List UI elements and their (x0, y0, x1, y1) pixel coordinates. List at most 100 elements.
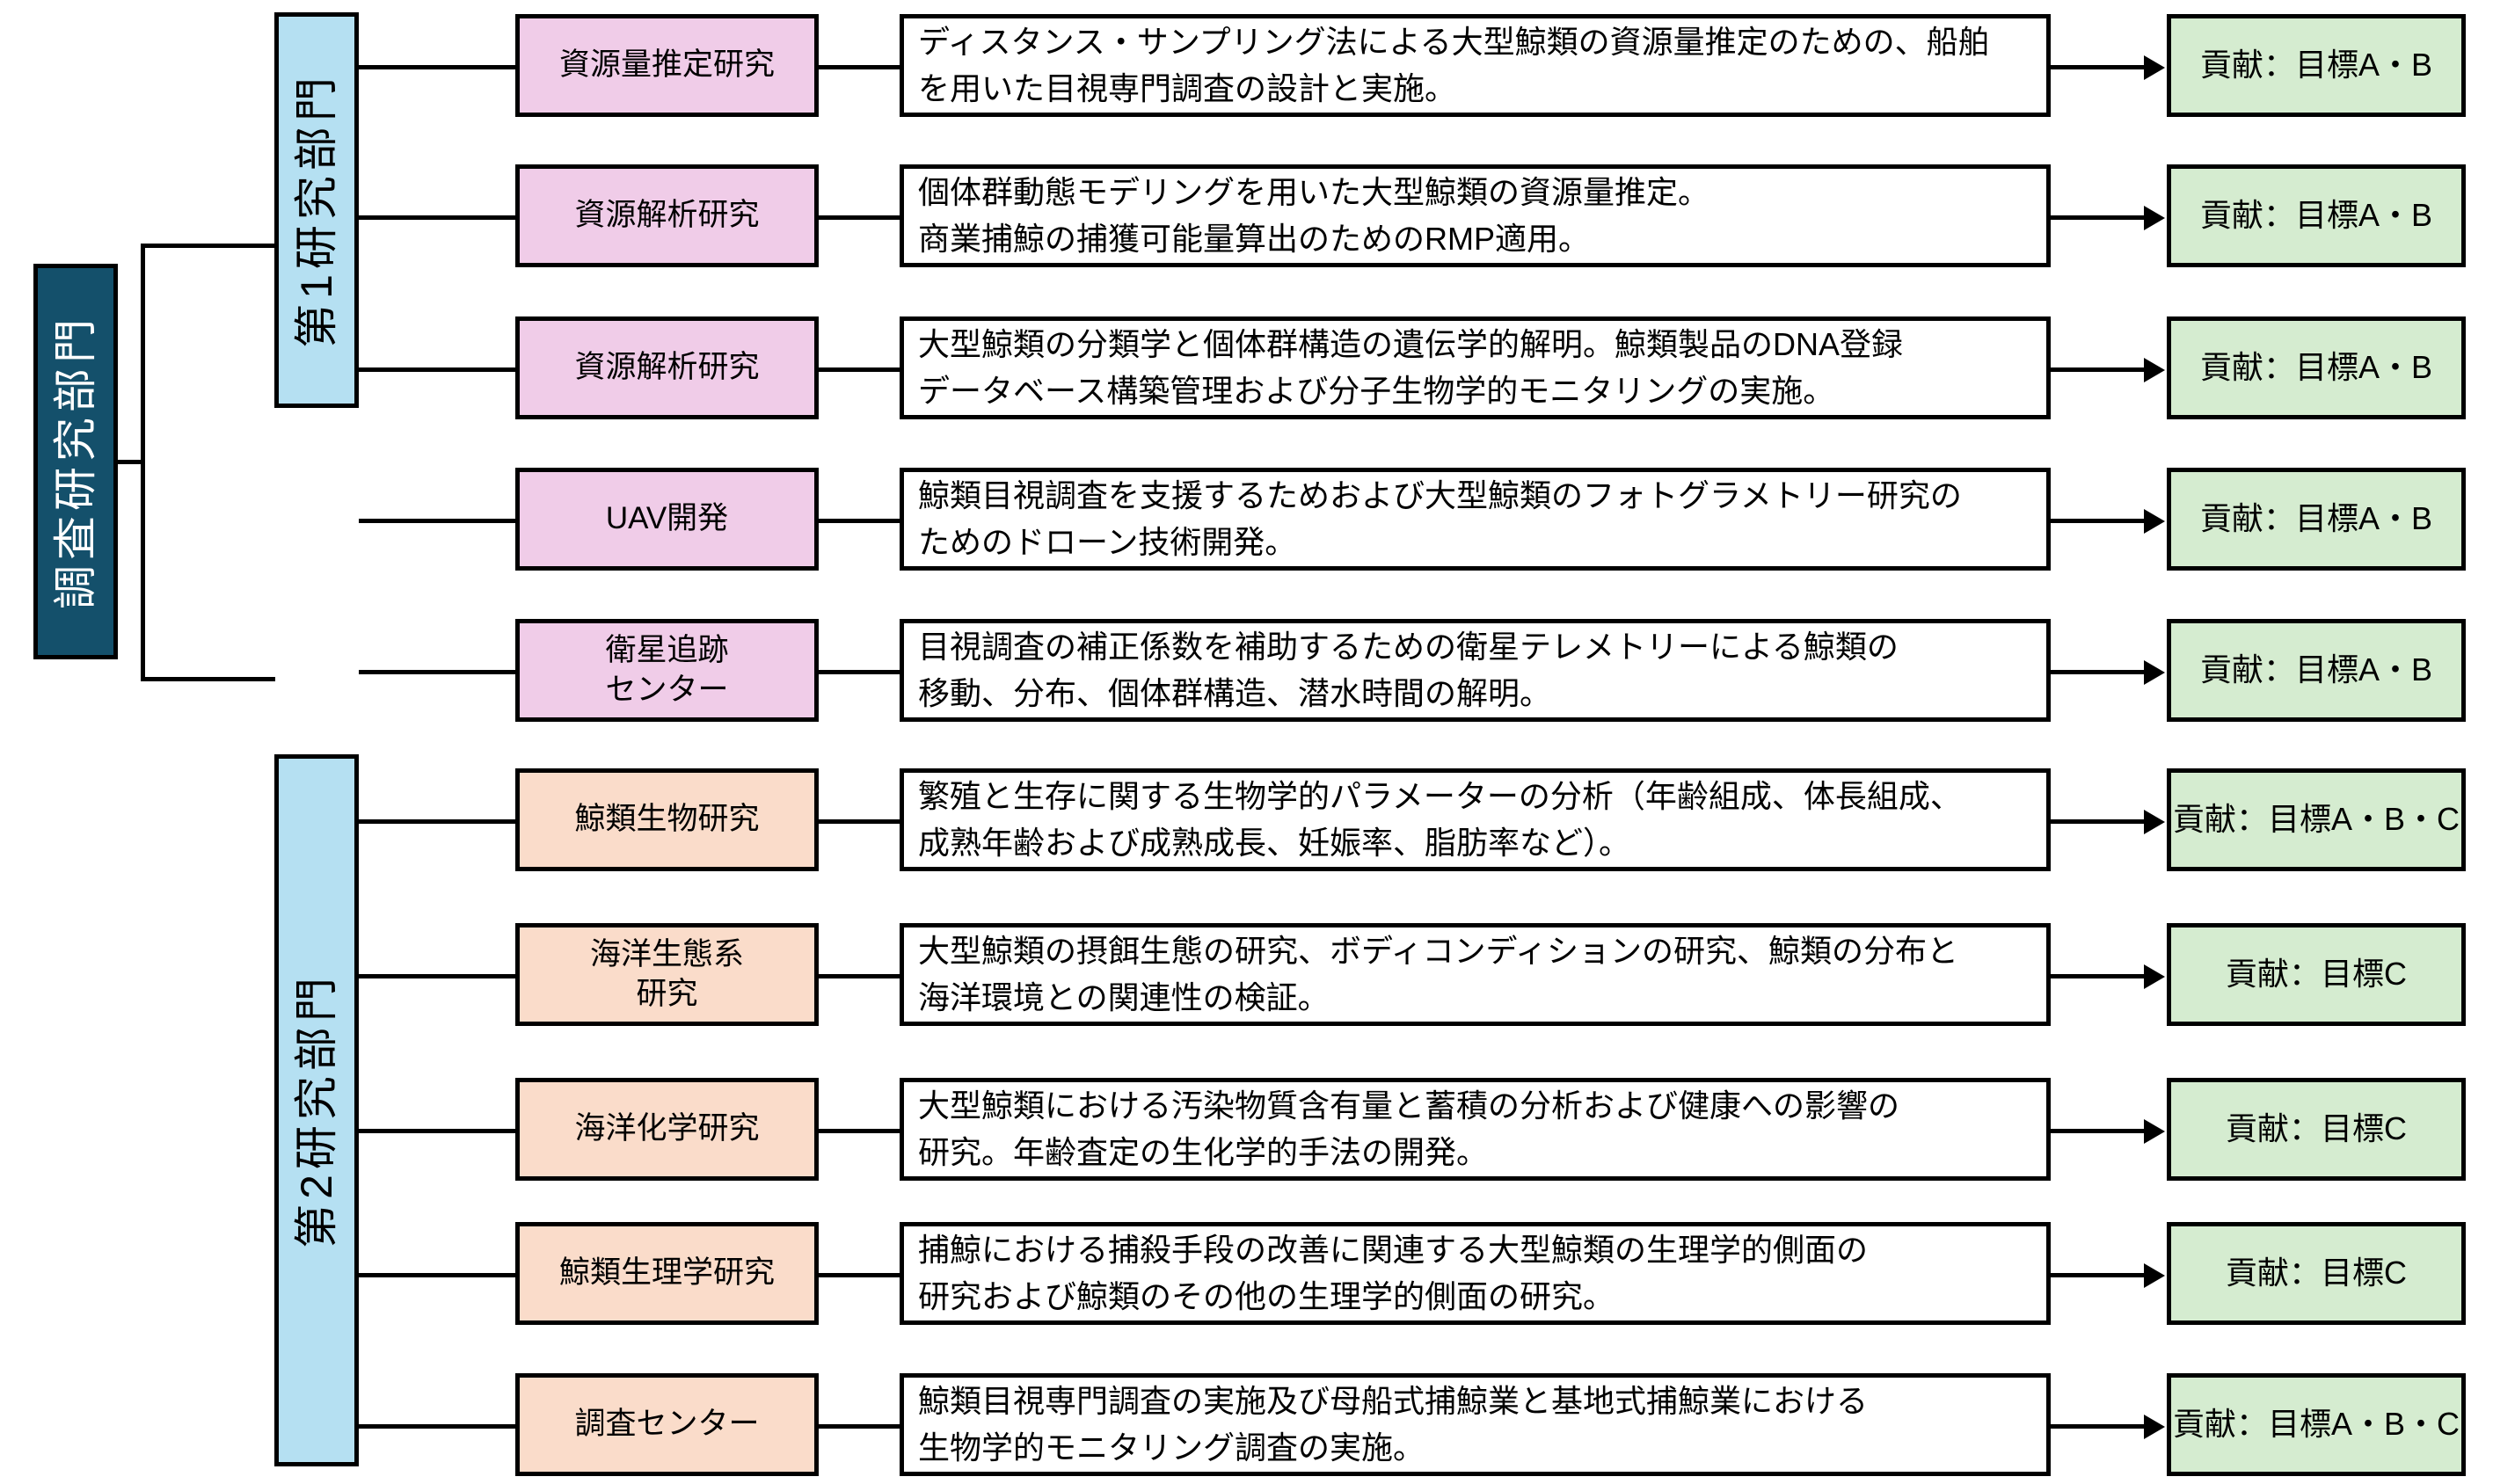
goal-label-2: 貢献：目標A・B (2199, 197, 2433, 234)
description-line: 捕鯨における捕殺手段の改善に関連する大型鯨類の生理学的側面の (918, 1232, 1869, 1269)
unit-label-10: 調査センター (574, 1407, 760, 1442)
division-2-to-unit-9-line (359, 1273, 515, 1277)
arrow-head-icon-9 (2144, 1263, 2165, 1288)
description-line: 研究および鯨類のその他の生理学的側面の研究。 (918, 1277, 1615, 1314)
unit-10-to-desc-10-line (819, 1424, 900, 1429)
unit-5-to-desc-5-line (819, 670, 900, 674)
description-line: 海洋環境との関連性の検証。 (918, 978, 1330, 1015)
unit-label-1: 資源量推定研究 (558, 47, 775, 83)
unit-label-7: 海洋生態系 研究 (589, 936, 744, 1011)
description-line: 成熟年齢および成熟成長、妊娠率、脂肪率など）。 (918, 824, 1631, 861)
description-line: 大型鯨類の摂餌生態の研究、ボディコンディションの研究、鯨類の分布と (918, 933, 1958, 970)
description-text-8: 大型鯨類における汚染物質含有量と蓄積の分析および健康への影響の 研究。年齢査定の… (918, 1083, 2032, 1175)
root-to-division-2-line (141, 677, 189, 681)
description-text-1: ディスタンス・サンプリング法による大型鯨類の資源量推定のための、船舶 を用いた目… (918, 19, 2032, 111)
arrow-head-icon-2 (2144, 206, 2165, 230)
description-box-5: 目視調査の補正係数を補助するための衛星テレメトリーによる鯨類の 移動、分布、個体… (900, 619, 2051, 722)
description-box-8: 大型鯨類における汚染物質含有量と蓄積の分析および健康への影響の 研究。年齢査定の… (900, 1078, 2051, 1181)
arrow-head-icon-8 (2144, 1119, 2165, 1144)
desc-8-to-goal-8-line (2051, 1129, 2151, 1133)
arrow-head-icon-6 (2144, 810, 2165, 834)
division-label-1: 第1研究部門 (292, 72, 341, 348)
description-line: 繁殖と生存に関する生物学的パラメーターの分析（年齢組成、体長組成、 (918, 778, 1962, 815)
unit-label-6: 鯨類生物研究 (574, 802, 760, 837)
goal-label-10: 貢献：目標A・B・C (2172, 1406, 2460, 1443)
description-text-3: 大型鯨類の分類学と個体群構造の遺伝学的解明。鯨類製品のDNA登録 データベース構… (918, 322, 2032, 413)
unit-6-to-desc-6-line (819, 819, 900, 824)
unit-box-4: UAV開発 (515, 468, 819, 571)
unit-box-6: 鯨類生物研究 (515, 768, 819, 871)
description-text-2: 個体群動態モデリングを用いた大型鯨類の資源量推定。 商業捕鯨の捕獲可能量算出のた… (918, 170, 2032, 261)
division-2-to-unit-8-line (359, 1129, 515, 1133)
description-line: ためのドローン技術開発。 (918, 523, 1297, 560)
unit-label-8: 海洋化学研究 (574, 1111, 760, 1146)
desc-10-to-goal-10-line (2051, 1424, 2151, 1429)
unit-1-to-desc-1-line (819, 65, 900, 69)
goal-label-9: 貢献：目標C (2226, 1255, 2407, 1291)
desc-1-to-goal-1-line (2051, 65, 2151, 69)
goal-label-3: 貢献：目標A・B (2199, 349, 2433, 386)
root-department-box: 調査研究部門 (33, 264, 118, 659)
division-2-stub (187, 677, 275, 681)
description-line: 大型鯨類の分類学と個体群構造の遺伝学的解明。鯨類製品のDNA登録 (918, 326, 1904, 363)
root-trunk-stub (118, 460, 144, 464)
unit-7-to-desc-7-line (819, 974, 900, 978)
arrow-head-icon-3 (2144, 358, 2165, 382)
goal-box-1: 貢献：目標A・B (2167, 14, 2466, 117)
division-1-to-unit-3-line (359, 367, 515, 372)
description-line: データベース構築管理および分子生物学的モニタリングの実施。 (918, 372, 1835, 409)
description-text-6: 繁殖と生存に関する生物学的パラメーターの分析（年齢組成、体長組成、 成熟年齢およ… (918, 774, 2032, 865)
desc-3-to-goal-3-line (2051, 367, 2151, 372)
goal-box-2: 貢献：目標A・B (2167, 164, 2466, 267)
description-box-9: 捕鯨における捕殺手段の改善に関連する大型鯨類の生理学的側面の 研究および鯨類のそ… (900, 1222, 2051, 1325)
arrow-head-icon-7 (2144, 964, 2165, 989)
description-line: 商業捕鯨の捕獲可能量算出のためのRMP適用。 (918, 220, 1590, 257)
division-label-2: 第2研究部門 (292, 972, 341, 1248)
description-line: 生物学的モニタリング調査の実施。 (918, 1429, 1425, 1466)
unit-label-9: 鯨類生理学研究 (558, 1255, 775, 1291)
unit-box-10: 調査センター (515, 1373, 819, 1476)
unit-label-5: 衛星追跡 センター (605, 632, 729, 707)
desc-4-to-goal-4-line (2051, 519, 2151, 523)
unit-box-7: 海洋生態系 研究 (515, 923, 819, 1026)
goal-box-5: 貢献：目標A・B (2167, 619, 2466, 722)
unit-4-to-desc-4-line (819, 519, 900, 523)
unit-box-5: 衛星追跡 センター (515, 619, 819, 722)
unit-3-to-desc-3-line (819, 367, 900, 372)
desc-2-to-goal-2-line (2051, 215, 2151, 220)
unit-8-to-desc-8-line (819, 1129, 900, 1133)
division-2-to-unit-7-line (359, 974, 515, 978)
division-2-to-unit-6-line (359, 819, 515, 824)
goal-box-6: 貢献：目標A・B・C (2167, 768, 2466, 871)
division-1-to-unit-2-line (359, 215, 515, 220)
unit-label-3: 資源解析研究 (574, 350, 760, 385)
description-line: ディスタンス・サンプリング法による大型鯨類の資源量推定のための、船舶 (918, 24, 1990, 61)
description-line: 研究。年齢査定の生化学的手法の開発。 (918, 1133, 1489, 1170)
goal-box-10: 貢献：目標A・B・C (2167, 1373, 2466, 1476)
desc-5-to-goal-5-line (2051, 670, 2151, 674)
description-text-5: 目視調査の補正係数を補助するための衛星テレメトリーによる鯨類の 移動、分布、個体… (918, 624, 2032, 716)
unit-label-2: 資源解析研究 (574, 198, 760, 233)
description-line: 移動、分布、個体群構造、潜水時間の解明。 (918, 674, 1552, 711)
description-line: 鯨類目視調査を支援するためおよび大型鯨類のフォトグラメトリー研究の (918, 477, 1962, 514)
goal-box-9: 貢献：目標C (2167, 1222, 2466, 1325)
description-text-4: 鯨類目視調査を支援するためおよび大型鯨類のフォトグラメトリー研究の ためのドロー… (918, 473, 2032, 564)
root-department-label: 調査研究部門 (51, 314, 100, 609)
description-box-10: 鯨類目視専門調査の実施及び母船式捕鯨業と基地式捕鯨業における 生物学的モニタリン… (900, 1373, 2051, 1476)
unit-9-to-desc-9-line (819, 1273, 900, 1277)
description-line: 個体群動態モデリングを用いた大型鯨類の資源量推定。 (918, 174, 1710, 211)
unit-box-9: 鯨類生理学研究 (515, 1222, 819, 1325)
goal-label-5: 貢献：目標A・B (2199, 651, 2433, 688)
goal-label-1: 貢献：目標A・B (2199, 47, 2433, 84)
description-line: 目視調査の補正係数を補助するための衛星テレメトリーによる鯨類の (918, 629, 1899, 666)
division-box-2: 第2研究部門 (274, 754, 359, 1466)
arrow-head-icon-10 (2144, 1415, 2165, 1439)
division-1-to-unit-4-line (359, 519, 515, 523)
division-1-to-unit-5-line (359, 670, 515, 674)
unit-box-3: 資源解析研究 (515, 316, 819, 419)
description-text-7: 大型鯨類の摂餌生態の研究、ボディコンディションの研究、鯨類の分布と 海洋環境との… (918, 928, 2032, 1020)
description-box-6: 繁殖と生存に関する生物学的パラメーターの分析（年齢組成、体長組成、 成熟年齢およ… (900, 768, 2051, 871)
arrow-head-icon-5 (2144, 660, 2165, 685)
unit-box-2: 資源解析研究 (515, 164, 819, 267)
